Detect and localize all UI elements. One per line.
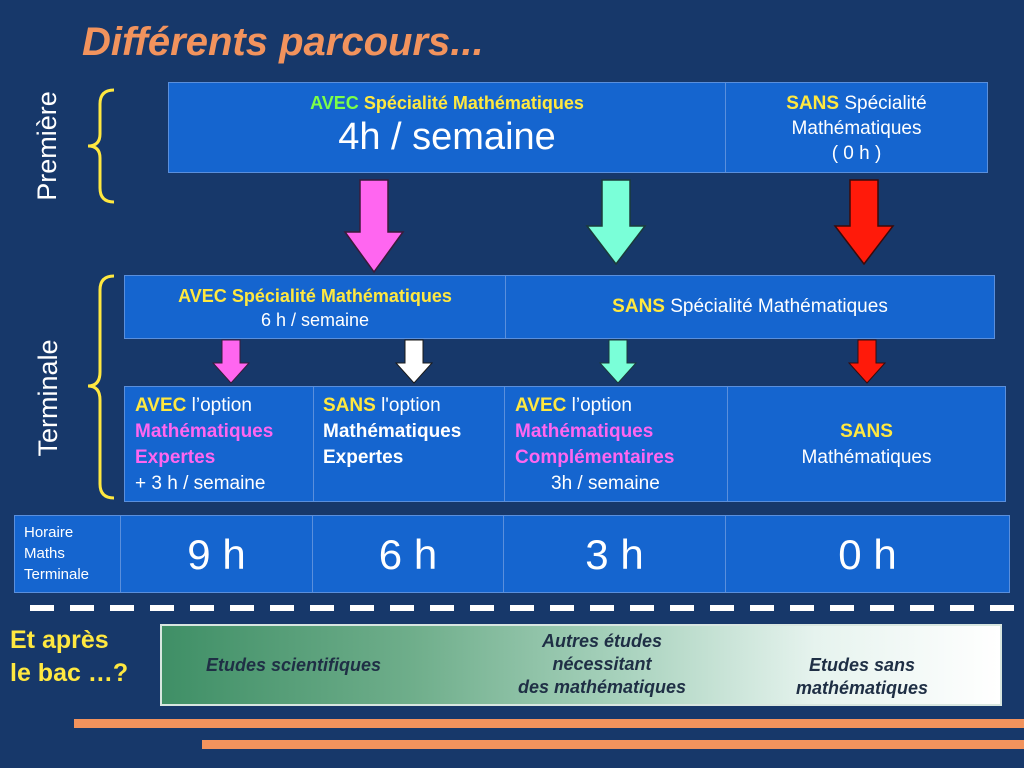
premiere-avec-spec: Spécialité Mathématiques [363,93,584,113]
premiere-sans-line3: ( 0 h ) [831,143,882,164]
horaire-label1: Horaire [24,524,74,541]
small-arrow-pink-icon [212,339,250,384]
premiere-sans-word: SANS [786,93,840,114]
terminale-avec-spec: Spécialité Mathématiques [231,286,452,306]
terminale-avec-hours: 6 h / semaine [260,310,370,330]
terminale-sans-spec: Spécialité Mathématiques [670,296,888,317]
etudes-gradient-box: Etudes scientifiques Autres études néces… [160,624,1002,706]
etudes-sans-line1: Etudes sans [808,655,916,675]
option2-l2: Mathématiques [323,421,462,442]
option1-avec: AVEC [135,395,187,416]
premiere-sans-box: SANS Spécialité Mathématiques ( 0 h ) [725,82,988,173]
arrow-down-red-icon [833,179,895,266]
small-arrow-white-icon [395,339,433,384]
after-bac-line2: le bac …? [10,659,129,687]
premiere-sans-line2: Mathématiques [791,118,922,139]
option3-avec: AVEC [515,395,567,416]
premiere-avec-box: AVEC Spécialité Mathématiques 4h / semai… [168,82,726,173]
etudes-scientifiques: Etudes scientifiques [206,655,382,675]
after-bac-label: Et après le bac …? [10,624,128,690]
autres-etudes: Autres études nécessitant des mathématiq… [492,630,712,699]
option4-sans: SANS [840,421,893,442]
autres-etudes-line2: nécessitant [552,654,652,674]
etudes-sans-maths: Etudes sans mathématiques [772,654,952,700]
horaire-value-3h: 3 h [503,515,726,593]
option2-sans: SANS [323,395,376,416]
option-complementaires-box: AVEC l’option Mathématiques Complémentai… [504,386,728,502]
dashed-separator [30,605,1024,611]
small-arrow-red-icon [848,339,886,384]
etudes-sans-line2: mathématiques [795,678,929,698]
terminale-brace-icon [87,274,115,500]
autres-etudes-line3: des mathématiques [517,677,687,697]
option1-l1: l’option [191,395,252,416]
terminale-avec-word: AVEC [178,286,227,306]
option1-l2: Mathématiques [135,421,274,442]
premiere-avec-hours: 4h / semaine [338,116,556,158]
horaire-value-6h: 6 h [312,515,504,593]
option3-l3: Complémentaires [515,447,675,468]
option2-l1: l'option [381,395,441,416]
page-title: Différents parcours... [82,20,484,64]
option-sans-expertes-box: SANS l'option Mathématiques Expertes [313,386,505,502]
horaire-value-9h: 9 h [120,515,313,593]
option2-l3: Expertes [323,447,404,468]
terminale-avec-box: AVEC Spécialité Mathématiques 6 h / sema… [124,275,506,339]
premiere-sans-line1: Spécialité [844,93,927,114]
premiere-brace-icon [87,88,115,204]
arrow-down-cyan-icon [585,179,647,266]
option-expertes-box: AVEC l’option Mathématiques Expertes + 3… [124,386,314,502]
horaire-value-0h: 0 h [725,515,1010,593]
autres-etudes-line1: Autres études [541,631,663,651]
horaire-label2: Maths [24,545,65,562]
option-sans-maths-box: SANS Mathématiques [727,386,1006,502]
terminale-sans-box: SANS Spécialité Mathématiques [505,275,995,339]
option3-l2: Mathématiques [515,421,654,442]
small-arrow-cyan-icon [599,339,637,384]
option1-l3: Expertes [135,447,216,468]
premiere-avec-word: AVEC [310,93,359,113]
arrow-down-pink-icon [343,179,405,274]
horaire-label3: Terminale [24,566,90,583]
option4-l2: Mathématiques [801,447,932,468]
horaire-label-box: Horaire Maths Terminale [14,515,121,593]
option3-l1: l’option [571,395,632,416]
terminale-label: Terminale [33,339,63,457]
orange-bar-bottom [202,740,1024,749]
premiere-label: Première [32,91,62,201]
option1-l4: + 3 h / semaine [135,473,266,494]
terminale-sans-word: SANS [612,296,665,317]
after-bac-line1: Et après [10,626,109,654]
option3-l4: 3h / semaine [551,473,660,494]
orange-bar-top [74,719,1024,728]
